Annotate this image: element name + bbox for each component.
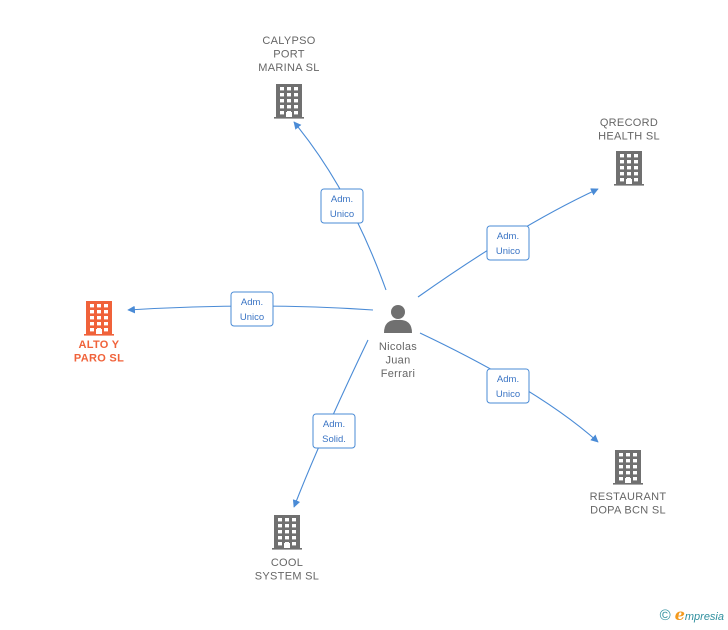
node-label-line: RESTAURANT — [590, 491, 667, 503]
copyright-symbol: © — [659, 607, 671, 624]
node-label-line: PARO SL — [74, 353, 124, 365]
node-label-line: DOPA BCN SL — [590, 505, 666, 517]
node-label-line: Ferrari — [381, 368, 416, 380]
node-label-line: QRECORD — [600, 117, 658, 129]
node-alto[interactable]: ALTO Y PARO SL — [74, 301, 124, 365]
building-icon — [84, 301, 114, 336]
person-icon — [384, 305, 412, 333]
edge-label-qrecord: Adm. Unico — [486, 225, 530, 261]
node-label-line: Nicolas — [379, 341, 417, 353]
edge-label-text: Unico — [496, 389, 520, 400]
brand-name: mpresia — [684, 611, 724, 623]
edge-label-text: Adm. — [323, 419, 345, 430]
edge-label-box — [486, 225, 530, 261]
edge-label-text: Unico — [240, 312, 264, 323]
edge-label-text: Adm. — [331, 194, 353, 205]
building-icon — [613, 450, 643, 485]
edge-label-calypso: Adm. Unico — [320, 188, 364, 224]
node-label-line: Juan — [385, 355, 410, 367]
building-icon — [614, 151, 644, 186]
edge-label-text: Unico — [496, 246, 520, 257]
edge-label-box — [312, 413, 356, 449]
edge-label-text: Adm. — [497, 231, 519, 242]
brand-initial: e — [674, 605, 685, 624]
edge-label-text: Adm. — [241, 297, 263, 308]
edge-label-text: Unico — [330, 209, 354, 220]
node-restaurant[interactable]: RESTAURANT DOPA BCN SL — [590, 450, 667, 517]
node-label-line: PORT — [273, 49, 305, 61]
building-icon — [272, 515, 302, 550]
node-label-line: SYSTEM SL — [255, 571, 319, 583]
edge-label-box — [486, 368, 530, 404]
node-qrecord[interactable]: QRECORD HEALTH SL — [598, 117, 660, 186]
empresia-watermark: ©empresia — [660, 605, 724, 624]
node-label-line: ALTO Y — [79, 339, 120, 351]
node-label-line: HEALTH SL — [598, 131, 660, 143]
building-icon — [274, 84, 304, 119]
edge-label-text: Solid. — [322, 434, 346, 445]
edge-label-box — [230, 291, 274, 327]
node-label-line: COOL — [271, 557, 303, 569]
edge-label-box — [320, 188, 364, 224]
edge-label-restaurant: Adm. Unico — [486, 368, 530, 404]
node-label-line: MARINA SL — [258, 62, 319, 74]
node-label-line: CALYPSO — [262, 35, 315, 47]
edge-label-alto: Adm. Unico — [230, 291, 274, 327]
edge-label-cool: Adm. Solid. — [312, 413, 356, 449]
edge-label-text: Adm. — [497, 374, 519, 385]
node-cool[interactable]: COOL SYSTEM SL — [255, 515, 319, 583]
